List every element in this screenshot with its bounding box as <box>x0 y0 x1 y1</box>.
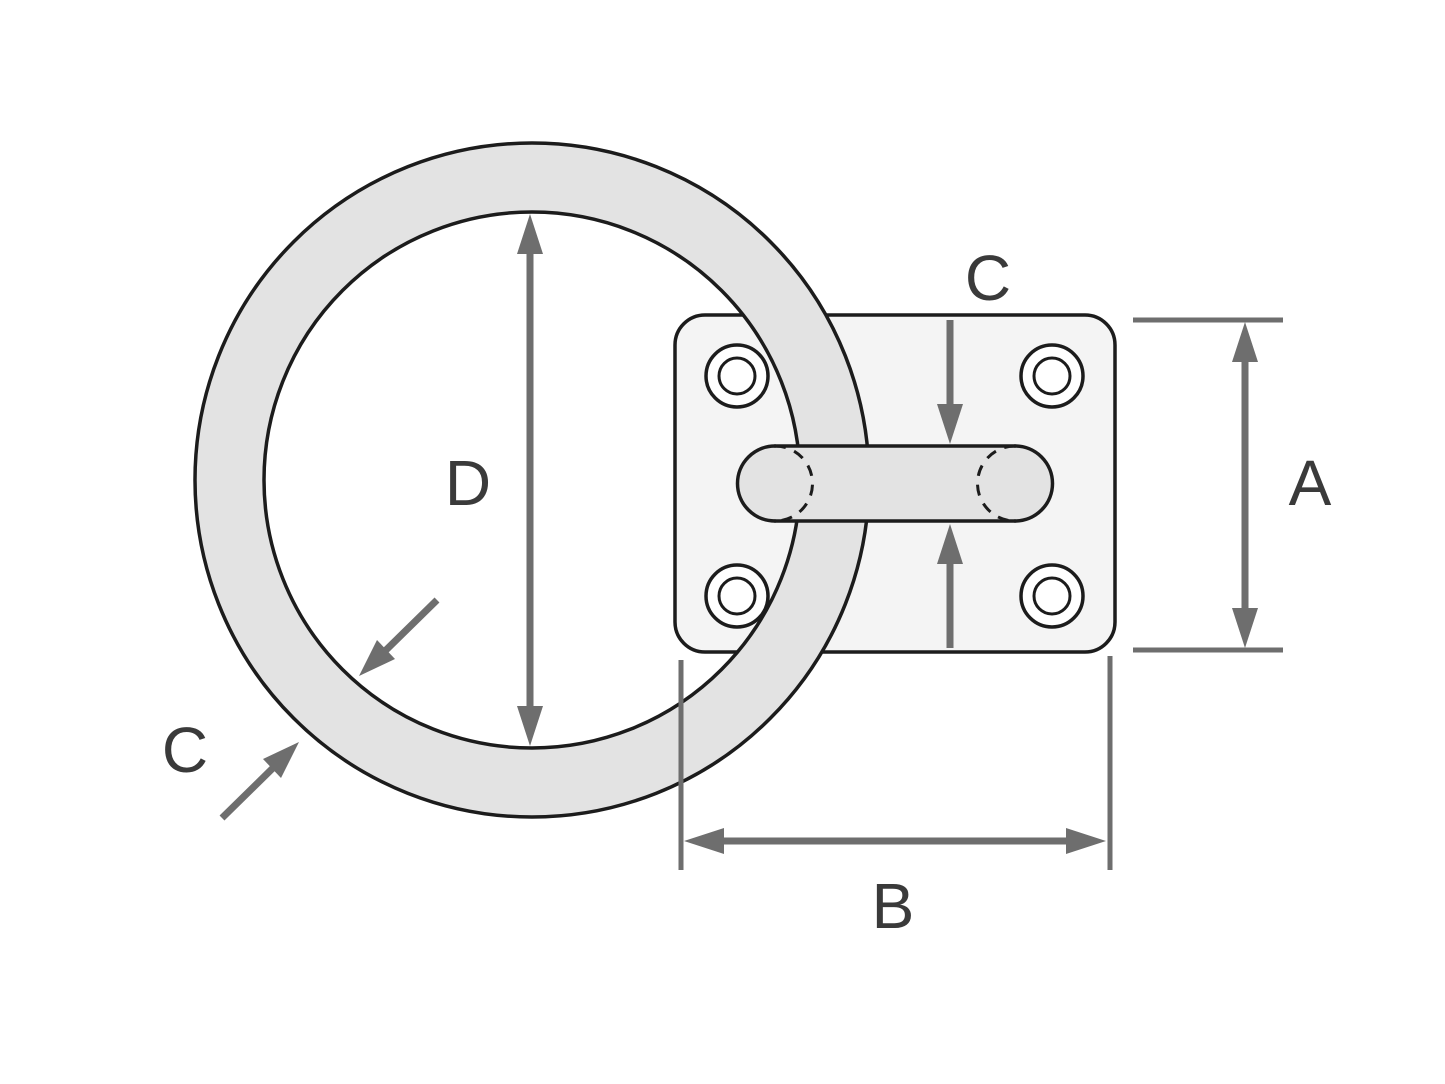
label-d: D <box>445 447 491 519</box>
bolt-hole-bottom-right <box>1019 563 1085 629</box>
arrowhead-right-icon <box>1066 828 1106 854</box>
leader-line-lower <box>219 762 279 821</box>
arrowhead-up-icon <box>937 524 963 564</box>
arrowhead-left-icon <box>684 828 724 854</box>
arrowhead-down-icon <box>517 706 543 746</box>
bolt-hole-inner <box>1032 356 1072 396</box>
pin-right-cap <box>1013 444 1055 523</box>
leader-line-upper <box>381 597 440 655</box>
dimension-ring-stock-diameter: C <box>162 597 440 821</box>
label-a: A <box>1289 447 1332 519</box>
label-c-ring: C <box>162 714 208 786</box>
arrowhead-down-icon <box>937 404 963 444</box>
pin-left-cap-hidden <box>774 444 814 523</box>
pin-right-cap-hidden <box>976 444 1016 523</box>
bolt-hole-top-right <box>1019 343 1085 409</box>
bolt-hole-inner <box>1032 576 1072 616</box>
label-b: B <box>872 870 915 942</box>
label-c-pin: C <box>965 242 1011 314</box>
bolt-hole-top-left <box>704 343 770 409</box>
arrowhead-up-icon <box>517 214 543 254</box>
bolt-hole-inner <box>717 576 757 616</box>
arrowhead-upright-icon <box>263 742 299 778</box>
pin-left-cap <box>735 444 777 523</box>
dimension-pin-diameter: C <box>937 242 1011 648</box>
arrowhead-down-icon <box>1232 608 1258 648</box>
dimension-ring-inner-diameter: D <box>445 214 543 746</box>
dimension-plate-height: A <box>1133 317 1332 653</box>
bolt-hole-inner <box>717 356 757 396</box>
pin-bar <box>735 444 1055 523</box>
dimension-plate-width: B <box>678 656 1113 942</box>
arrowhead-downleft-icon <box>359 640 395 676</box>
bolt-holes <box>704 343 1085 629</box>
bolt-hole-bottom-left <box>704 563 770 629</box>
pin-fill <box>737 446 1053 521</box>
arrowhead-up-icon <box>1232 322 1258 362</box>
